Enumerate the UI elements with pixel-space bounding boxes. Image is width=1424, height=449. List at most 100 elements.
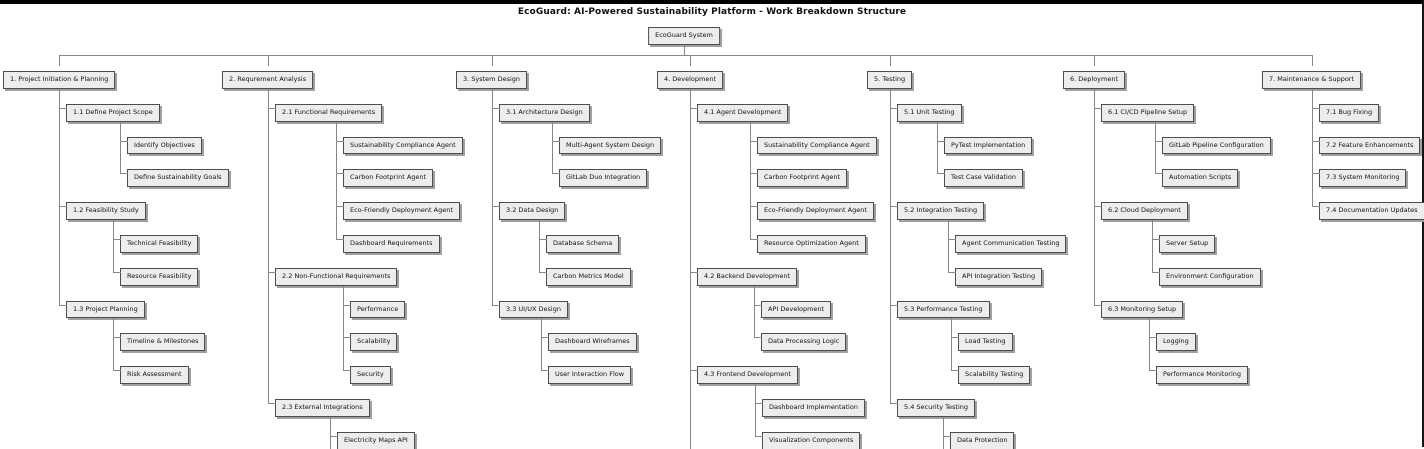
wbs-node-box: Dashboard Wireframes <box>548 333 637 352</box>
wbs-branch-box: 5. Testing <box>867 71 913 89</box>
wbs-node: Data Protection <box>943 416 1066 449</box>
wbs-node: Resource Optimization Agent <box>750 220 877 253</box>
wbs-node: GitLab Duo Integration <box>552 154 661 188</box>
wbs-node-box: 7.2 Feature Enhancements <box>1319 136 1421 155</box>
wbs-node: Eco-Friendly Deployment Agent <box>750 187 877 230</box>
wbs-node: Performance Monitoring <box>1149 351 1271 384</box>
wbs-branch-box: 4. Development <box>657 71 724 89</box>
wbs-node-box: Data Protection <box>950 431 1015 449</box>
wbs-node: Agent Communication Testing <box>948 220 1067 263</box>
wbs-node-box: Security <box>350 366 391 384</box>
wbs-node-box: Risk Assessment <box>120 366 189 384</box>
wbs-node: API Development <box>754 285 877 329</box>
wbs-node-box: Dashboard Implementation <box>762 398 865 417</box>
wbs-node-box: 7.4 Documentation Updates <box>1319 202 1424 220</box>
connector-line <box>1094 55 1095 66</box>
wbs-node: Load Testing <box>951 318 1066 361</box>
wbs-node-box: 1.1 Define Project Scope <box>66 103 160 122</box>
wbs-node-box: 6.3 Monitoring Setup <box>1101 300 1184 319</box>
wbs-node-box: Timeline & Milestones <box>120 333 206 352</box>
wbs-node-box: Carbon Footprint Agent <box>343 169 434 188</box>
wbs-node-box: Performance <box>350 300 406 319</box>
wbs-node: PyTest Implementation <box>937 121 1066 165</box>
wbs-children-group: Data ProtectionAccess Control <box>943 416 1066 449</box>
wbs-node: Scalability <box>343 318 463 361</box>
wbs-node: Eco-Friendly Deployment Agent <box>336 187 463 230</box>
wbs-node: Test Case Validation <box>937 154 1066 188</box>
wbs-node: API Integration Testing <box>948 252 1066 286</box>
wbs-node-box: 7.1 Bug Fixing <box>1319 103 1380 122</box>
top-border-bar <box>0 0 1424 4</box>
wbs-node-box: Server Setup <box>1159 234 1216 253</box>
wbs-node: Data Processing Logic <box>754 318 877 352</box>
wbs-node: Database Schema <box>539 220 661 263</box>
wbs-node-box: GitLab Duo Integration <box>559 169 648 188</box>
wbs-node-box: Eco-Friendly Deployment Agent <box>757 202 874 220</box>
wbs-node: 7.1 Bug Fixing <box>1312 88 1424 132</box>
wbs-node-box: 5.4 Security Testing <box>897 398 976 417</box>
connector-line <box>268 55 269 66</box>
wbs-node-box: 3.3 UI/UX Design <box>499 300 568 319</box>
wbs-node: Scalability Testing <box>951 351 1066 384</box>
wbs-node-box: Eco-Friendly Deployment Agent <box>343 202 460 220</box>
wbs-node: Technical Feasibility <box>113 220 229 263</box>
wbs-node-box: GitLab Pipeline Configuration <box>1162 136 1271 155</box>
wbs-node: 7.2 Feature Enhancements <box>1312 121 1424 165</box>
connector-line <box>684 45 685 55</box>
wbs-node-box: Automation Scripts <box>1162 169 1239 188</box>
wbs-node-box: PyTest Implementation <box>944 136 1033 155</box>
wbs-node-box: Scalability Testing <box>958 366 1031 384</box>
wbs-node-box: 5.2 Integration Testing <box>897 202 985 220</box>
wbs-branch-box: 6. Deployment <box>1063 71 1126 89</box>
connector-line <box>492 55 493 66</box>
wbs-node: Electricity Maps API <box>330 416 463 449</box>
wbs-node-box: 4.2 Backend Development <box>697 267 798 286</box>
wbs-node-box: Resource Optimization Agent <box>757 234 866 253</box>
wbs-node-box: 5.1 Unit Testing <box>897 103 962 122</box>
wbs-node-box: 2.3 External Integrations <box>275 398 370 417</box>
wbs-node: User Interaction Flow <box>541 351 661 384</box>
wbs-root-box: EcoGuard System <box>648 27 720 45</box>
wbs-node: Risk Assessment <box>113 351 229 384</box>
wbs-node-box: Data Processing Logic <box>761 333 847 352</box>
diagram-title: EcoGuard: AI-Powered Sustainability Plat… <box>517 7 907 17</box>
wbs-node-box: Resource Feasibility <box>120 267 199 286</box>
wbs-node: 7.4 Documentation Updates <box>1312 187 1424 220</box>
wbs-node-box: 3.1 Architecture Design <box>499 103 590 122</box>
wbs-node: Timeline & Milestones <box>113 318 229 361</box>
connector-line <box>1312 55 1313 66</box>
wbs-node-box: 1.3 Project Planning <box>66 300 145 319</box>
wbs-node: 7.3 System Monitoring <box>1312 154 1424 197</box>
wbs-node-box: Technical Feasibility <box>120 234 199 253</box>
wbs-node-box: 4.1 Agent Development <box>697 103 789 122</box>
wbs-node: Carbon Footprint Agent <box>750 154 877 197</box>
wbs-node-box: Carbon Footprint Agent <box>757 169 848 188</box>
wbs-node: Sustainability Compliance Agent <box>750 121 877 165</box>
wbs-node-box: 6.1 CI/CD Pipeline Setup <box>1101 103 1195 122</box>
wbs-node: Dashboard Implementation <box>755 384 877 427</box>
